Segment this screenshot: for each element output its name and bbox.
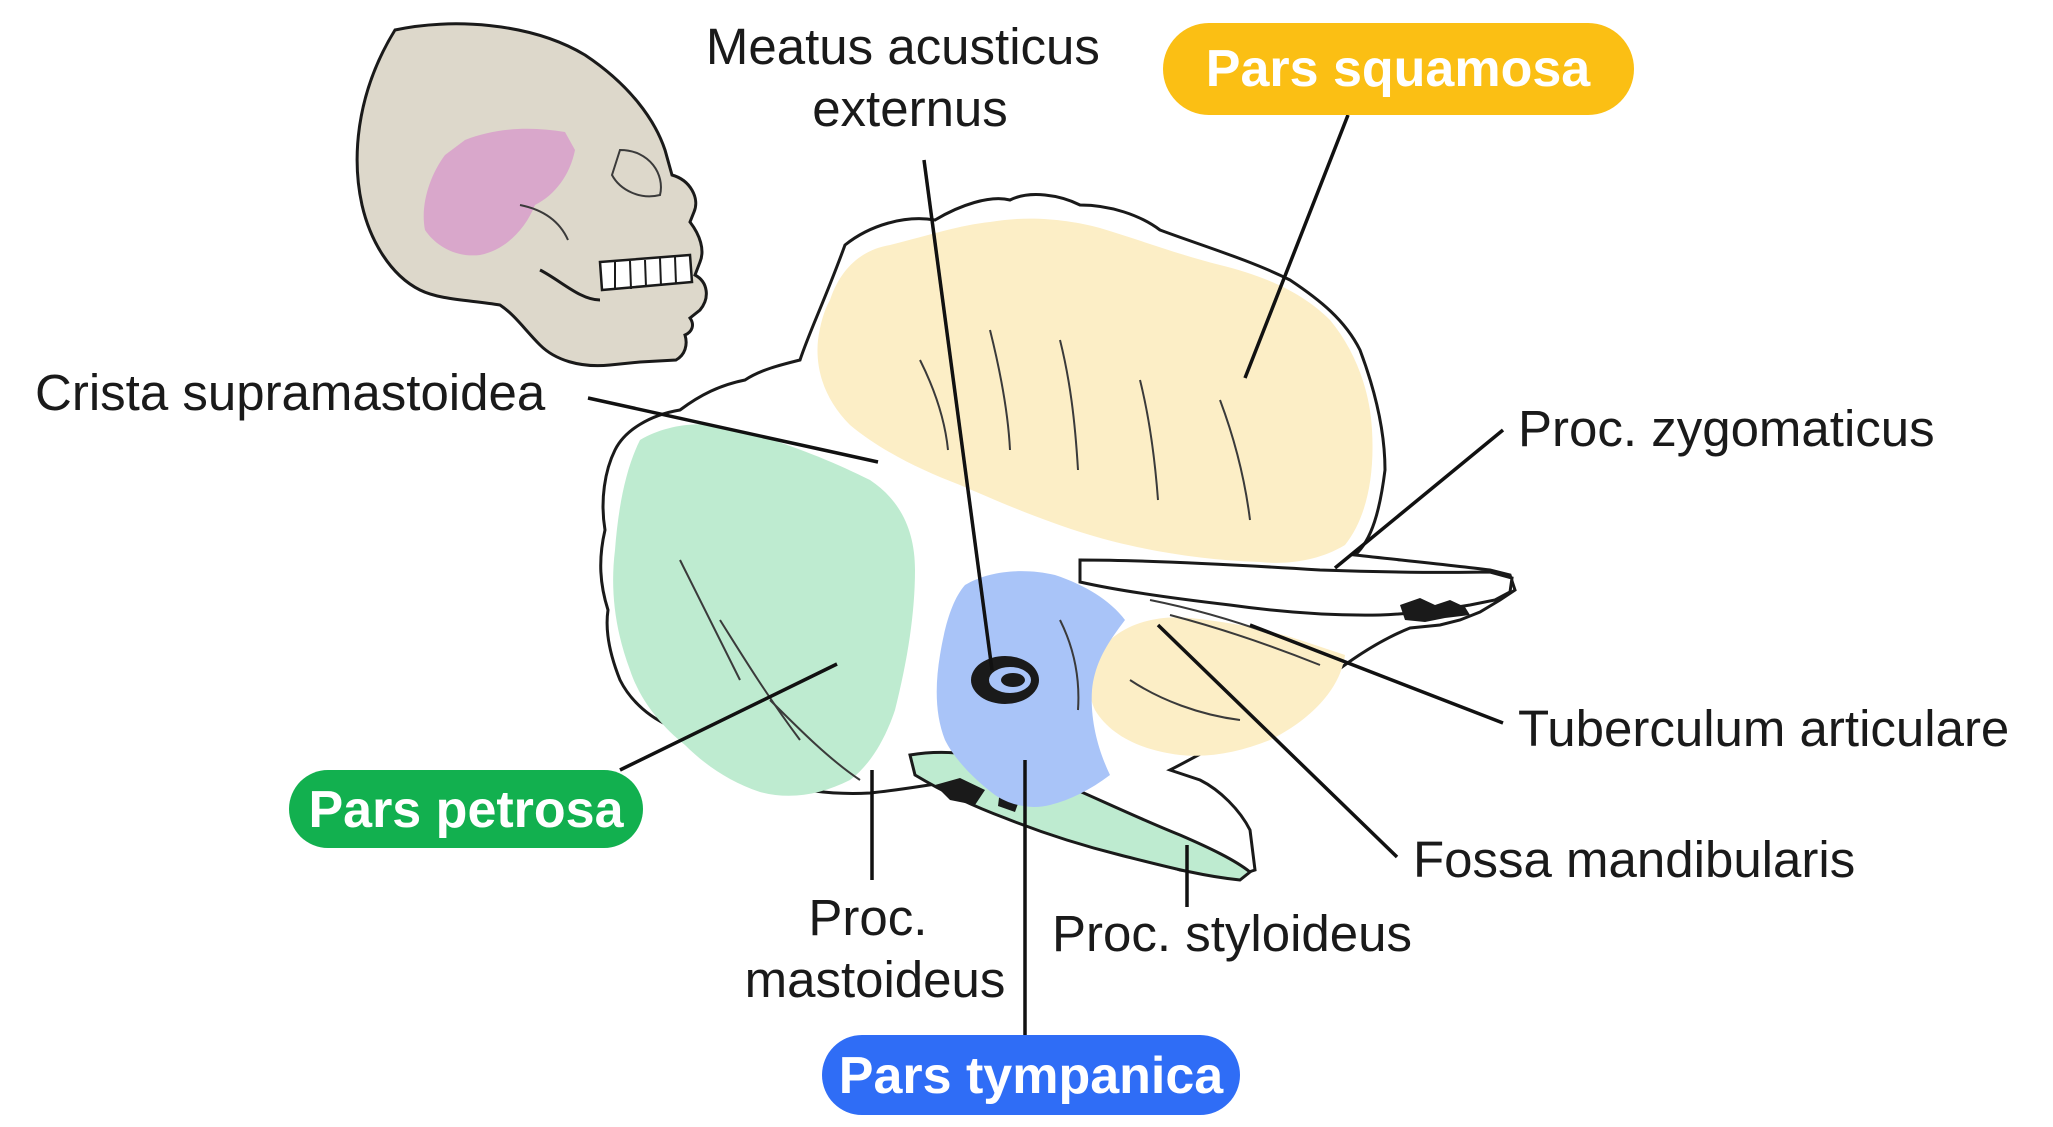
pill-petrosa-bg — [289, 770, 643, 848]
label-crista: Crista supramastoidea — [35, 364, 546, 421]
pill-tympanica-bg — [822, 1035, 1240, 1115]
label-mastoideus-line1: Proc. — [808, 889, 927, 946]
temporal-highlight — [423, 128, 575, 256]
temporal-bone — [599, 193, 1517, 882]
label-mastoideus-line2: mastoideus — [745, 951, 1006, 1008]
label-meatus-line1: Meatus acusticus — [706, 18, 1100, 75]
skull-thumbnail — [355, 22, 708, 368]
pars-squamosa-lower — [1090, 617, 1345, 756]
pill-petrosa-text: Pars petrosa — [308, 781, 624, 839]
pill-squamosa-text: Pars squamosa — [1206, 40, 1591, 98]
structure-labels: Meatus acusticus externus Crista suprama… — [35, 18, 2009, 1008]
pill-tympanica: Pars tympanica — [822, 1035, 1240, 1115]
pars-petrosa-region — [613, 424, 915, 796]
leader-zygomaticus — [1333, 428, 1505, 570]
pars-squamosa-region — [817, 218, 1373, 563]
meatus-opening — [971, 656, 1039, 704]
pill-squamosa: Pars squamosa — [1163, 23, 1634, 115]
pill-tympanica-text: Pars tympanica — [839, 1047, 1224, 1105]
leader-tuberculum — [1249, 623, 1504, 725]
leader-lines — [587, 114, 1505, 1035]
leader-crista — [587, 396, 879, 464]
pill-petrosa: Pars petrosa — [289, 770, 643, 848]
bone-texture — [679, 329, 1321, 781]
label-zygomaticus: Proc. zygomaticus — [1518, 400, 1935, 457]
leader-squamosa — [1243, 114, 1350, 379]
label-fossa: Fossa mandibularis — [1413, 831, 1855, 888]
label-styloideus: Proc. styloideus — [1052, 905, 1412, 962]
label-meatus: Meatus acusticus externus — [706, 18, 1114, 137]
label-meatus-line2: externus — [812, 80, 1008, 137]
pill-squamosa-bg — [1163, 23, 1634, 115]
leader-fossa — [1156, 623, 1399, 859]
label-mastoideus: Proc. mastoideus — [745, 889, 1006, 1008]
leader-petrosa — [619, 662, 838, 772]
label-tuberculum: Tuberculum articulare — [1518, 700, 2009, 757]
leader-meatus — [922, 159, 994, 671]
